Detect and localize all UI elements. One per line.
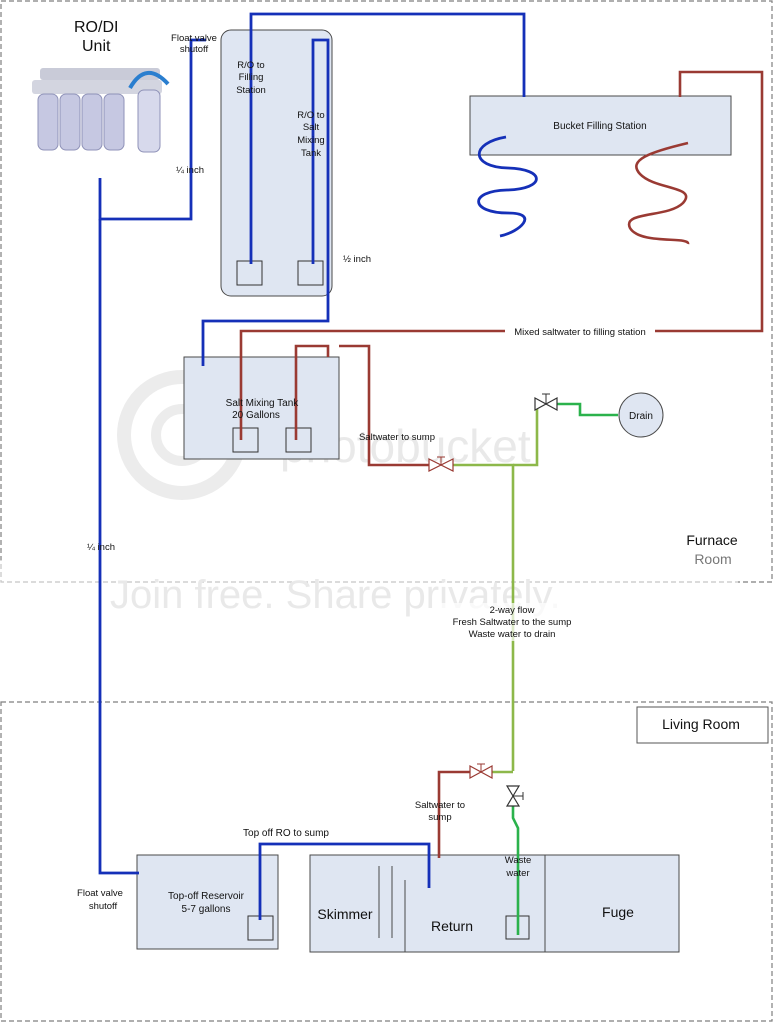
float-valve-box bbox=[297, 260, 324, 286]
ro-salt-line2: Salt bbox=[303, 122, 320, 133]
waste-water-2: water bbox=[505, 868, 529, 879]
waste-water-1: Waste bbox=[505, 855, 532, 866]
sump-fuge: Fuge bbox=[602, 904, 634, 920]
ro-fill-line1: R/O to bbox=[237, 60, 264, 71]
float-valve-box bbox=[232, 427, 259, 453]
furnace-room-line2: Room bbox=[694, 551, 731, 567]
valve-icon[interactable] bbox=[469, 763, 493, 780]
float-valve-box bbox=[285, 427, 312, 453]
two-way-lines bbox=[453, 404, 539, 774]
saltwater-to-sump-lr-2: sump bbox=[428, 812, 451, 823]
topoff-ro-label: Top off RO to sump bbox=[243, 828, 329, 839]
flow-line3: Waste water to drain bbox=[469, 629, 556, 640]
ro-lines bbox=[98, 12, 538, 920]
drain-label: Drain bbox=[629, 411, 653, 422]
topoff-line2: 5-7 gallons bbox=[182, 904, 231, 915]
float-valve-top-2: shutoff bbox=[180, 44, 209, 55]
salt-mixing-tank bbox=[183, 356, 340, 460]
quarter-inch-top: ¼ inch bbox=[176, 165, 204, 176]
valve-icon[interactable] bbox=[428, 456, 454, 472]
rodi-title-line1: RO/DI bbox=[74, 19, 118, 36]
ro-salt-line3: Mixing bbox=[297, 135, 324, 146]
ro-fill-line3: Station bbox=[236, 85, 266, 96]
quarter-inch-left: ¼ inch bbox=[87, 542, 115, 553]
flow-line1: 2-way flow bbox=[490, 605, 535, 616]
sump-return: Return bbox=[431, 918, 473, 934]
rodi-unit-picture bbox=[32, 68, 170, 153]
half-inch-label: ½ inch bbox=[343, 254, 371, 265]
living-room-label: Living Room bbox=[662, 716, 740, 732]
saltwater-to-sump-label: Saltwater to sump bbox=[359, 432, 435, 443]
filling-station-tank bbox=[220, 29, 333, 297]
float-valve-bottom-2: shutoff bbox=[89, 901, 118, 912]
drain-lines bbox=[511, 402, 618, 935]
valve-icon[interactable] bbox=[534, 393, 558, 412]
float-valve-bottom-1: Float valve bbox=[77, 888, 123, 899]
ro-salt-line4: Tank bbox=[301, 148, 321, 159]
flow-line2: Fresh Saltwater to the sump bbox=[453, 617, 572, 628]
saltwater-to-sump-lr-1: Saltwater to bbox=[415, 800, 465, 811]
bucket-filling-station bbox=[469, 95, 732, 156]
saltwater-lines bbox=[239, 70, 764, 858]
mixed-saltwater-label: Mixed saltwater to filling station bbox=[514, 327, 645, 338]
rodi-title-line2: Unit bbox=[82, 38, 111, 55]
float-valve-top-1: Float valve bbox=[171, 33, 217, 44]
ro-salt-line1: R/O to bbox=[297, 110, 324, 121]
furnace-room-line1: Furnace bbox=[686, 532, 738, 548]
drain-circle bbox=[618, 392, 664, 438]
valve-icon[interactable] bbox=[505, 785, 524, 807]
salt-tank-line2: 20 Gallons bbox=[232, 410, 280, 421]
living-room-box bbox=[636, 706, 769, 744]
living-room-zone bbox=[0, 701, 773, 1022]
sump bbox=[309, 854, 680, 953]
ro-fill-line2: Filling bbox=[239, 72, 264, 83]
sump-skimmer: Skimmer bbox=[317, 906, 373, 922]
float-valve-box bbox=[236, 260, 263, 286]
topoff-reservoir bbox=[136, 854, 279, 950]
bucket-station-label: Bucket Filling Station bbox=[553, 121, 646, 132]
topoff-line1: Top-off Reservoir bbox=[168, 891, 245, 902]
salt-tank-line1: Salt Mixing Tank bbox=[226, 398, 300, 409]
